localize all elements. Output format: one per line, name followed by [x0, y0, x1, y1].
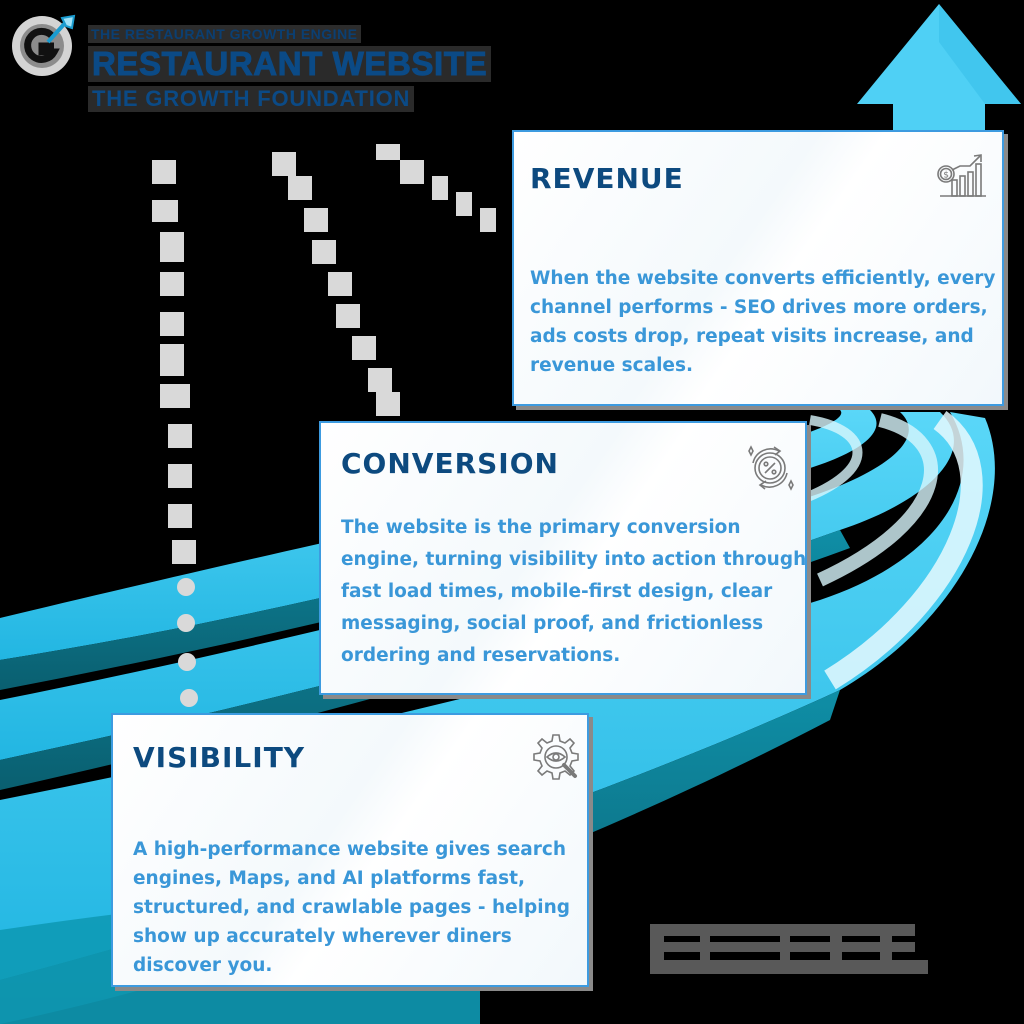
- card-body: A high-performance website gives search …: [133, 839, 571, 976]
- card-body: The website is the primary conversion en…: [341, 517, 807, 666]
- percent-cycle-arrows-icon: [743, 441, 797, 495]
- svg-text:$: $: [943, 171, 949, 181]
- header: THE RESTAURANT GROWTH ENGINE RESTAURANT …: [88, 24, 492, 112]
- dollar-growth-chart-icon: $: [934, 150, 988, 204]
- header-kicker: THE RESTAURANT GROWTH ENGINE: [88, 25, 361, 43]
- redacted-text-block: [640, 912, 928, 976]
- card-conversion: CONVERSION The website is the primary co…: [319, 421, 807, 695]
- card-title: VISIBILITY: [133, 741, 306, 774]
- page-title: RESTAURANT WEBSITE: [88, 45, 492, 82]
- card-title: REVENUE: [530, 162, 684, 195]
- card-title: CONVERSION: [341, 447, 559, 480]
- gear-g-with-blue-arrow-icon: [12, 14, 76, 76]
- brand-logo: [8, 6, 78, 78]
- card-revenue: REVENUE $ When the website converts effi…: [512, 130, 1004, 406]
- card-body: When the website converts efficiently, e…: [530, 268, 996, 376]
- card-visibility: VISIBILITY A high-performance website gi…: [111, 713, 589, 987]
- gear-eye-magnifier-icon: [529, 731, 583, 785]
- page-subtitle: THE GROWTH FOUNDATION: [88, 86, 415, 112]
- up-arrow-icon: [857, 4, 1021, 132]
